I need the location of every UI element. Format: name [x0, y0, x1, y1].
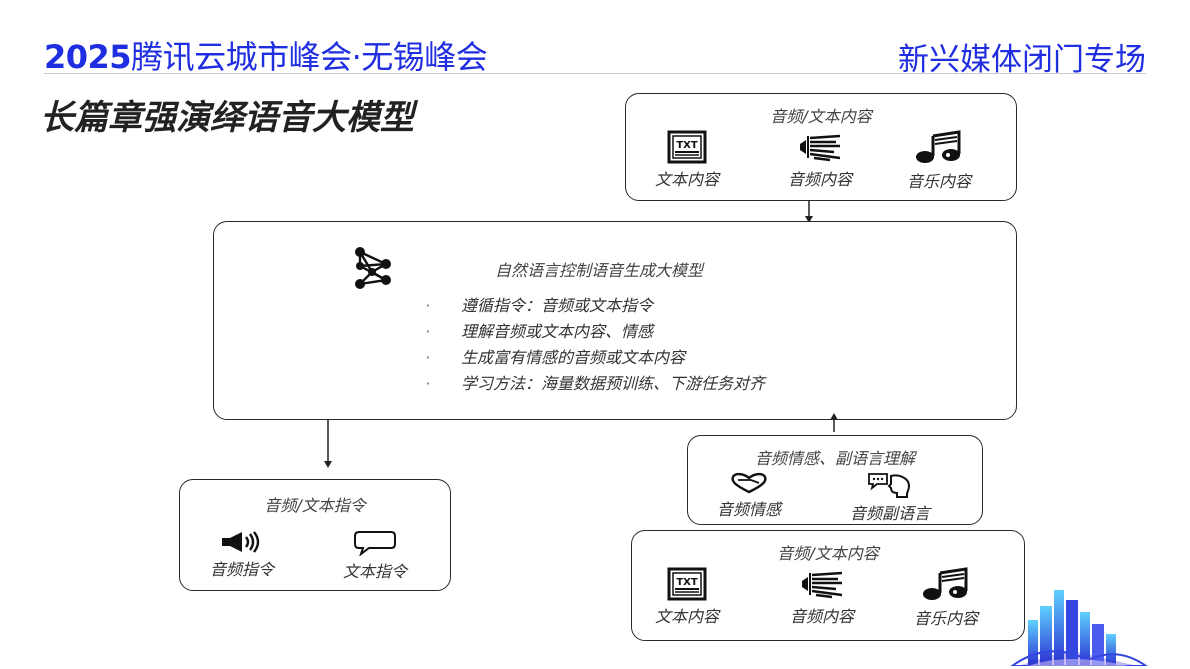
- list-item: · 遵循指令：音频或文本指令: [425, 293, 765, 319]
- box-title: 音频/文本内容: [770, 107, 872, 126]
- input-content-box-bottom: 音频/文本内容 TXT 文本内容 音频内容 音乐内容: [631, 530, 1025, 641]
- music-note-icon: [923, 567, 968, 600]
- network-graph-icon: [355, 247, 391, 289]
- list-item-text: 理解音频或文本内容、情感: [461, 322, 654, 341]
- instructions-box: 音频/文本指令 音频指令 文本指令: [179, 479, 451, 591]
- audio-waveform-icon: [802, 571, 843, 599]
- audio-paralanguage-item: 音频副语言: [835, 472, 945, 524]
- audio-emotion-item: 音频情感: [694, 472, 804, 520]
- box-title: 音频/文本内容: [777, 544, 879, 563]
- item-label: 音乐内容: [906, 172, 971, 191]
- item-label: 文本指令: [342, 562, 407, 581]
- bullet-mark: ·: [425, 374, 431, 393]
- arrow-understanding-to-model: [830, 413, 838, 432]
- list-item-text: 生成富有情感的音频或文本内容: [461, 348, 686, 367]
- music-note-icon: [916, 130, 961, 163]
- session-name: 新兴媒体闭门专场: [898, 42, 1146, 78]
- speaking-head-icon: [868, 473, 911, 498]
- list-item: · 学习方法：海量数据预训练、下游任务对齐: [425, 371, 765, 397]
- txt-document-icon: TXT: [667, 567, 707, 601]
- header-divider: [44, 73, 1146, 74]
- box-title: 音频情感、副语言理解: [754, 449, 915, 468]
- bullet-mark: ·: [425, 348, 431, 367]
- event-year: 2025: [44, 38, 132, 76]
- model-feature-list: · 遵循指令：音频或文本指令 · 理解音频或文本内容、情感 · 生成富有情感的音频或文…: [425, 293, 765, 397]
- arrow-top-to-model: [805, 200, 813, 223]
- list-item-text: 学习方法：海量数据预训练、下游任务对齐: [461, 374, 766, 393]
- bullet-mark: ·: [425, 322, 431, 341]
- understanding-box: 音频情感、副语言理解 音频情感 音频副语言: [687, 435, 983, 525]
- speaker-icon: [222, 531, 260, 553]
- item-label: 文本内容: [654, 170, 719, 189]
- bullet-mark: ·: [425, 296, 431, 315]
- audio-content-item: 音频内容: [765, 130, 875, 190]
- svg-text:TXT: TXT: [676, 140, 698, 151]
- item-label: 音乐内容: [913, 609, 978, 628]
- list-item-text: 遵循指令：音频或文本指令: [461, 296, 654, 315]
- audio-content-item: 音频内容: [767, 567, 877, 627]
- text-instruction-item: 文本指令: [320, 530, 430, 582]
- speech-bubble-icon: [354, 531, 396, 556]
- list-item: · 生成富有情感的音频或文本内容: [425, 345, 765, 371]
- text-content-item: TXT 文本内容: [632, 130, 742, 190]
- box-title: 音频/文本指令: [264, 496, 366, 515]
- slide-title: 长篇章强演绎语音大模型: [40, 98, 414, 138]
- item-label: 音频指令: [209, 560, 274, 579]
- item-label: 音频副语言: [849, 504, 930, 523]
- event-name: 腾讯云城市峰会·无锡峰会: [131, 38, 488, 76]
- item-label: 音频内容: [787, 170, 852, 189]
- music-content-item: 音乐内容: [891, 567, 1001, 629]
- city-skyline-decoration: [1010, 590, 1148, 666]
- list-item: · 理解音频或文本内容、情感: [425, 319, 765, 345]
- music-content-item: 音乐内容: [884, 130, 994, 192]
- audio-instruction-item: 音频指令: [187, 530, 297, 580]
- audio-waveform-icon: [800, 134, 841, 162]
- svg-text:TXT: TXT: [676, 577, 698, 588]
- event-header: 2025腾讯云城市峰会·无锡峰会: [44, 32, 488, 78]
- item-label: 音频情感: [716, 500, 781, 519]
- heart-icon: [731, 472, 767, 494]
- model-box: [213, 221, 1017, 420]
- model-title: 自然语言控制语音生成大模型: [495, 261, 704, 280]
- item-label: 音频内容: [789, 607, 854, 626]
- txt-document-icon: TXT: [667, 130, 707, 164]
- text-content-item: TXT 文本内容: [632, 567, 742, 627]
- arrow-model-to-instructions: [324, 420, 332, 468]
- item-label: 文本内容: [654, 607, 719, 626]
- input-content-box-top: 音频/文本内容 TXT 文本内容 音频内容 音乐内容: [625, 93, 1017, 201]
